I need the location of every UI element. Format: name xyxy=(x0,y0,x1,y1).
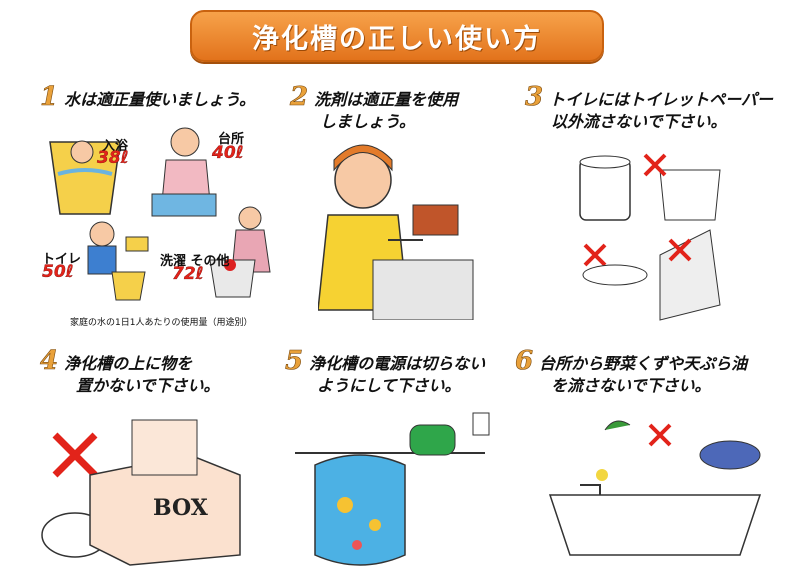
tip-5-line1: 浄化槽の電源は切らない xyxy=(309,354,486,373)
toilet-paper-illustration xyxy=(579,153,721,321)
tip-6-caption: 6 台所から野菜くずや天ぷら油 を流さないで下さい。 xyxy=(515,346,748,397)
title-banner: 浄化槽の正しい使い方 xyxy=(190,10,604,62)
tip-5-line2: ようにして下さい。 xyxy=(317,376,461,395)
tip-6-line1: 台所から野菜くずや天ぷら油 xyxy=(539,354,748,373)
tip-2-number: 2 xyxy=(290,82,309,112)
tip-3-caption: 3 トイレにはトイレットペーパー 以外流さないで下さい。 xyxy=(525,82,773,133)
tip-1-line1: 水は適正量使いましょう。 xyxy=(64,90,256,109)
water-usage-illustration xyxy=(49,127,271,301)
kitchen-value: 40ℓ xyxy=(212,143,244,163)
septic-tank-illustration xyxy=(295,412,490,566)
tip-1-caption: 1 水は適正量使いましょう。 xyxy=(40,82,256,112)
page-title: 浄化槽の正しい使い方 xyxy=(252,23,542,55)
bath-value: 38ℓ xyxy=(97,148,129,168)
toilet-label: トイレ xyxy=(42,252,82,267)
tip-6-line2: を流さないで下さい。 xyxy=(551,376,711,395)
tip-2-line2: しましょう。 xyxy=(320,112,416,131)
tip-2-caption: 2 洗剤は適正量を使用 しましょう。 xyxy=(290,82,459,133)
tip-3-line2: 以外流さないで下さい。 xyxy=(551,112,727,131)
sink-illustration xyxy=(548,420,762,556)
detergent-illustration xyxy=(318,144,474,320)
tip-4-line2: 置かないで下さい。 xyxy=(76,376,220,395)
kitchen-label: 台所 xyxy=(218,132,245,147)
tip-2-line1: 洗剤は適正量を使用 xyxy=(314,90,459,109)
tip-3-line1: トイレにはトイレットペーパー xyxy=(549,90,773,109)
box-label: BOX xyxy=(153,495,208,521)
boxes-illustration xyxy=(41,419,241,566)
tip-6-number: 6 xyxy=(515,346,534,376)
tip-4-caption: 4 浄化槽の上に物を 置かないで下さい。 xyxy=(40,346,220,397)
toilet-value: 50ℓ xyxy=(42,262,74,282)
laundry-label: 洗濯 その他 xyxy=(160,254,230,269)
tip-5-caption: 5 浄化槽の電源は切らない ようにして下さい。 xyxy=(285,346,486,397)
bath-label: 入浴 xyxy=(102,139,129,154)
tip-3-number: 3 xyxy=(525,82,544,112)
usage-footnote: 家庭の水の1日1人あたりの使用量（用途別） xyxy=(70,318,253,328)
laundry-value: 72ℓ xyxy=(172,264,204,284)
tip-4-number: 4 xyxy=(40,346,59,376)
tip-1-number: 1 xyxy=(40,82,59,112)
tip-5-number: 5 xyxy=(285,346,304,376)
tip-4-line1: 浄化槽の上に物を xyxy=(64,354,193,373)
